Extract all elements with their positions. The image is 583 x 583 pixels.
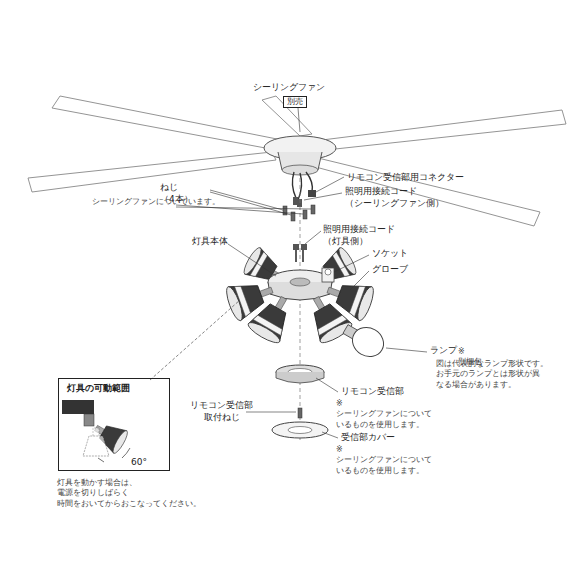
node-heading: 灯具の可動範囲: [67, 383, 130, 394]
part-label: シーリングファン: [253, 82, 325, 94]
angle-label: 60°: [131, 457, 147, 468]
part-label: 灯具本体: [192, 236, 228, 248]
node-heading: 別売: [287, 97, 303, 107]
part-label: シーリングファンについています。: [92, 197, 220, 207]
part-label: 受信部カバー: [341, 432, 395, 444]
tag-box: 別売: [283, 96, 307, 108]
part-label: リモコン受信部 取付ねじ: [190, 400, 253, 423]
part-label: リモコン受信部用コネクター: [347, 172, 464, 184]
part-label: 照明用接続コード （シーリングファン側）: [345, 186, 444, 209]
part-label: リモコン受信部: [341, 386, 404, 398]
part-label: ※シーリングファンについて いるものを使用します。: [336, 445, 432, 476]
part-label: 図は代表的なランプ形状です。 お手元のランプとは形状が異 なる場合があります。: [436, 359, 548, 390]
part-label: ソケット: [372, 248, 408, 260]
part-label: ※シーリングファンについて いるものを使用します。: [336, 399, 432, 430]
inset-box: 灯具の可動範囲 60°: [58, 378, 170, 471]
part-label: グローブ: [372, 264, 408, 276]
part-label: 灯具を動かす場合は、電源を切りしばらく 時間をおいてからおこなってください。: [57, 478, 201, 509]
part-label: ランプ: [430, 345, 457, 357]
part-label: 照明用接続コード（灯具側）: [323, 224, 395, 247]
